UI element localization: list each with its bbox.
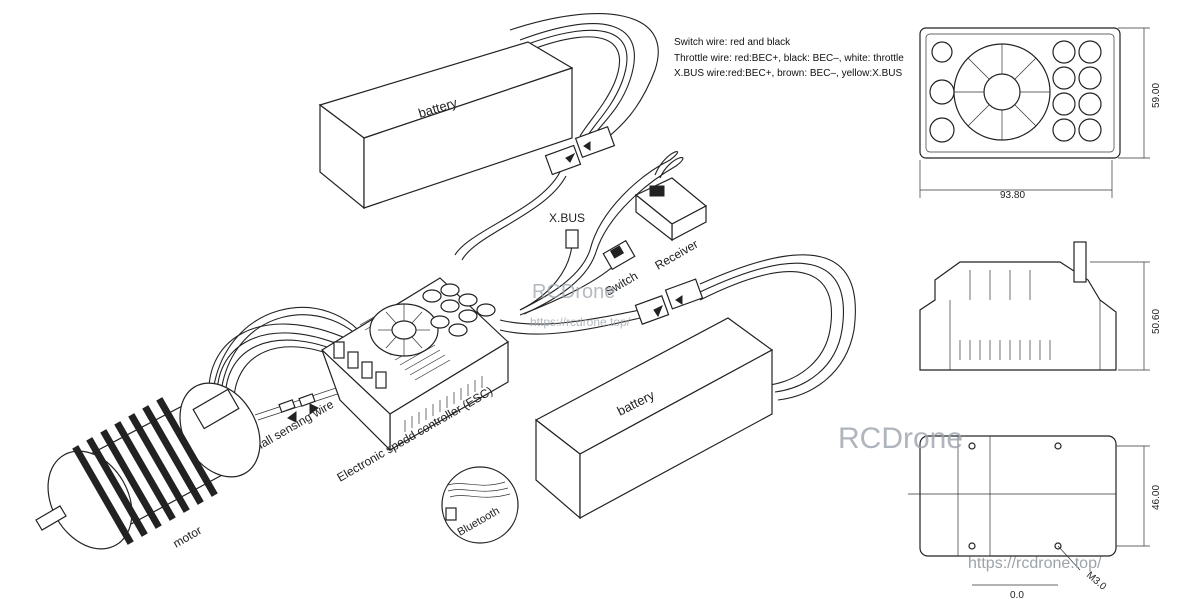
esc-capacitors xyxy=(422,283,496,337)
watermark-brand-center: RCDrone xyxy=(532,281,615,303)
dim-screw: M3.0 xyxy=(1084,570,1108,593)
xbus-plug: X.BUS xyxy=(549,211,585,249)
dim-top-height: 59.00 xyxy=(1151,83,1162,108)
battery-top: battery xyxy=(318,41,574,210)
dim-side-height: 50.60 xyxy=(1151,309,1162,334)
dim-bottom-height: 46.00 xyxy=(1151,485,1162,510)
watermark-url-right: https://rcdrone.top/ xyxy=(968,555,1102,572)
note-switch-wire: Switch wire: red and black xyxy=(674,37,791,48)
bluetooth-callout: Bluetooth xyxy=(441,466,519,544)
esc-motor-terminals xyxy=(333,341,387,389)
receiver: Receiver xyxy=(634,177,708,273)
xbus-label: X.BUS xyxy=(549,211,585,225)
top-connectors xyxy=(544,126,616,176)
bottom-connectors xyxy=(634,278,704,325)
top-view-drawing: 59.00 93.80 xyxy=(919,27,1162,201)
side-view-drawing: 50.60 xyxy=(919,241,1162,371)
motor xyxy=(35,382,261,550)
battery-bottom: battery xyxy=(534,317,774,520)
esc-unit xyxy=(321,277,509,452)
dim-top-width: 93.80 xyxy=(1000,190,1025,201)
watermarks: RCDrone https://rcdrone.top/ RCDrone htt… xyxy=(530,281,1102,572)
wire-notes: Switch wire: red and black Throttle wire… xyxy=(674,37,904,79)
watermark-url-center: https://rcdrone.top/ xyxy=(530,315,631,329)
watermark-brand-right: RCDrone xyxy=(838,422,963,455)
motor-label: motor xyxy=(171,523,205,550)
dim-bottom-width: 0.0 xyxy=(1010,590,1024,601)
receiver-label: Receiver xyxy=(653,237,701,273)
hall-connector xyxy=(278,393,319,423)
note-xbus-wire: X.BUS wire:red:BEC+, brown: BEC–, yellow… xyxy=(674,68,902,79)
note-throttle-wire: Throttle wire: red:BEC+, black: BEC–, wh… xyxy=(674,53,904,64)
bottom-view-drawing: 46.00 M3.0 0.0 xyxy=(908,435,1162,601)
